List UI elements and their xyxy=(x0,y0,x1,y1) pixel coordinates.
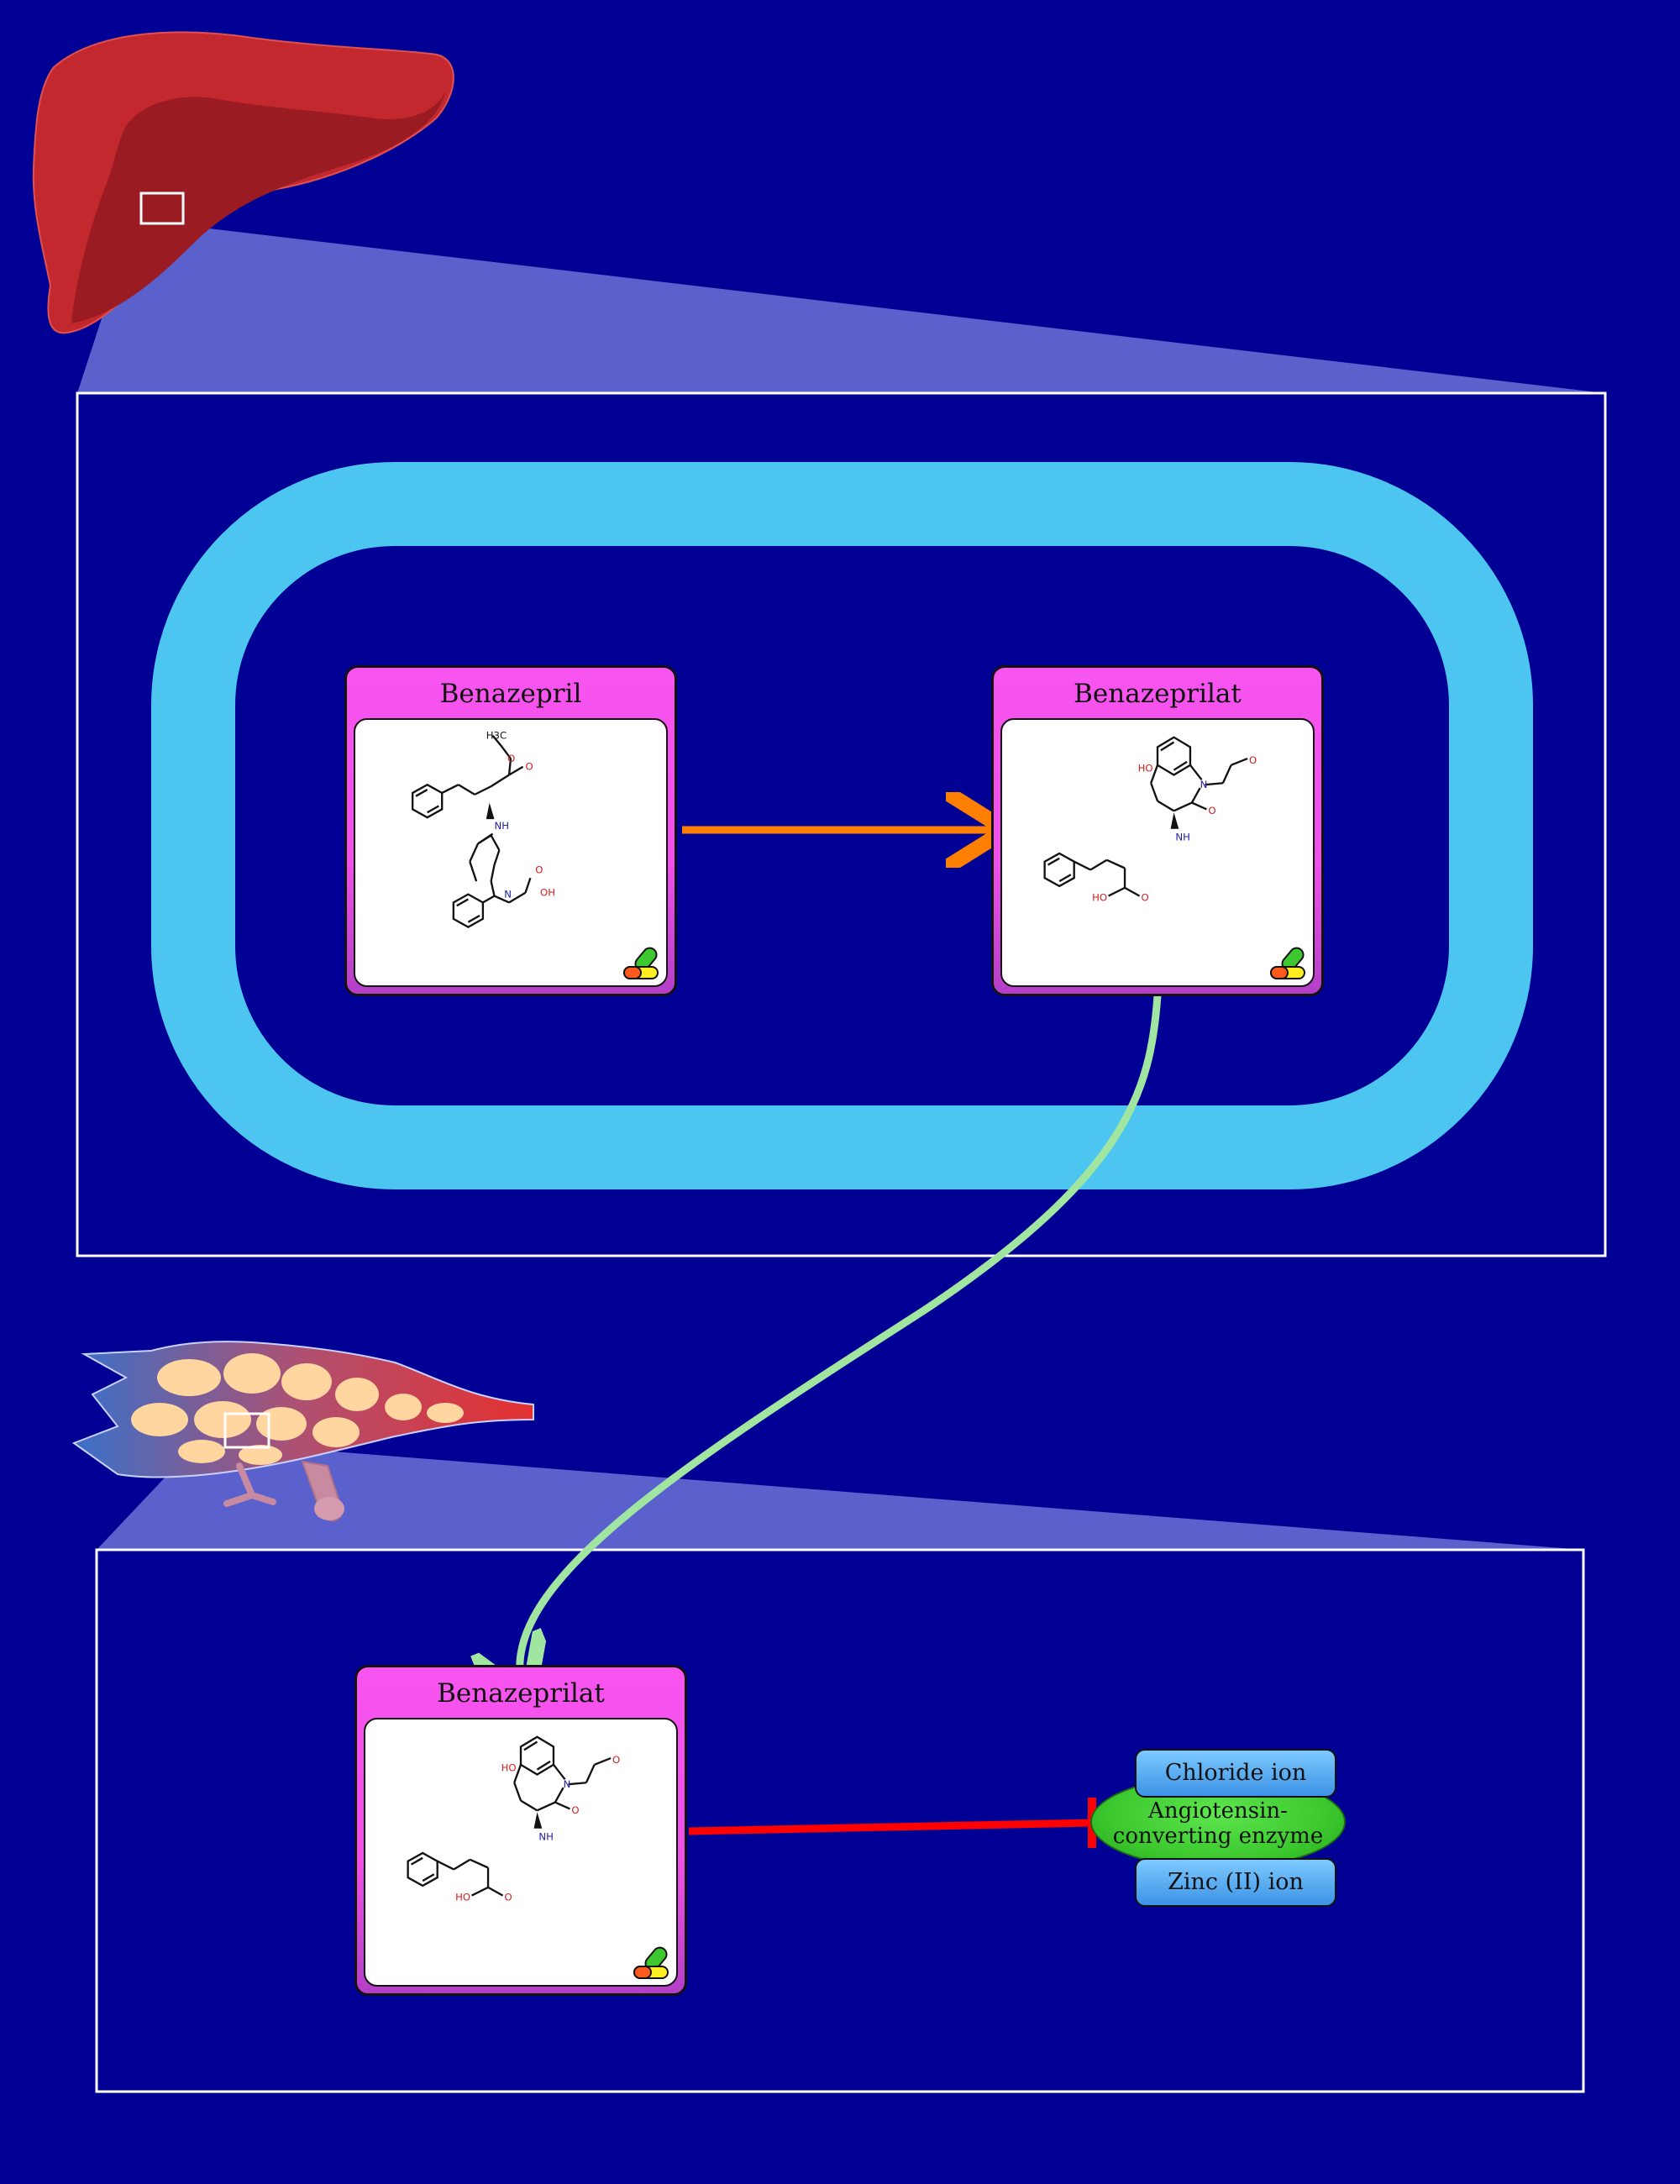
svg-text:O: O xyxy=(1249,754,1257,766)
drug-card-benazepril[interactable]: Benazepril xyxy=(344,665,677,996)
drug-title: Benazeprilat xyxy=(437,1678,605,1709)
drug-pill-icon xyxy=(631,1943,675,1983)
drug-pill-icon xyxy=(1268,943,1311,984)
svg-text:OH: OH xyxy=(540,887,555,899)
svg-text:N: N xyxy=(1200,779,1208,790)
svg-text:O: O xyxy=(526,761,533,773)
svg-text:HO: HO xyxy=(1092,891,1107,903)
svg-text:N: N xyxy=(564,1778,571,1790)
svg-text:O: O xyxy=(612,1754,620,1766)
svg-text:O: O xyxy=(1208,805,1215,816)
svg-text:O: O xyxy=(535,864,543,875)
svg-text:NH: NH xyxy=(495,820,510,832)
svg-text:HO: HO xyxy=(455,1891,470,1903)
ion-label: Chloride ion xyxy=(1164,1760,1307,1786)
liver-zoom-projection xyxy=(77,197,1604,393)
svg-text:NH: NH xyxy=(538,1830,554,1842)
svg-text:O: O xyxy=(571,1804,579,1816)
chloride-ion-node[interactable]: Chloride ion xyxy=(1135,1749,1336,1798)
drug-title: Benazeprilat xyxy=(1074,679,1242,709)
svg-text:H3C: H3C xyxy=(486,730,507,742)
enzyme-label-line1: Angiotensin- xyxy=(1148,1798,1288,1824)
kidney-zoom-projection xyxy=(97,1414,1583,1550)
molecule-structure: HO O N O NH HO O xyxy=(1000,718,1315,987)
svg-text:HO: HO xyxy=(501,1762,517,1774)
hepatocyte-cell-membrane xyxy=(151,462,1533,1189)
kidney-icon xyxy=(71,1341,534,1522)
molecule-structure: H3C O O NH N O OH xyxy=(354,718,668,987)
enzyme-label: Angiotensin- converting enzyme xyxy=(1092,1798,1344,1849)
svg-text:NH: NH xyxy=(1175,831,1190,843)
liver-icon xyxy=(32,31,454,334)
drug-card-benazeprilat-kidney[interactable]: Benazeprilat xyxy=(354,1665,687,1996)
svg-text:N: N xyxy=(504,889,512,900)
zinc-ion-node[interactable]: Zinc (II) ion xyxy=(1135,1858,1336,1907)
svg-text:O: O xyxy=(1142,891,1149,903)
drug-pill-icon xyxy=(621,943,664,984)
drug-card-benazeprilat-liver[interactable]: Benazeprilat xyxy=(991,665,1324,996)
svg-text:HO: HO xyxy=(1138,763,1153,774)
enzyme-label-line2: converting enzyme xyxy=(1112,1824,1324,1849)
svg-text:O: O xyxy=(507,753,515,764)
drug-title: Benazepril xyxy=(439,679,582,709)
ion-label: Zinc (II) ion xyxy=(1168,1869,1304,1895)
transport-arrow xyxy=(520,995,1162,1684)
molecule-structure: HO O N O NH HO O xyxy=(364,1718,678,1987)
kidney-zoom-panel xyxy=(95,1548,1585,2093)
svg-text:O: O xyxy=(505,1891,512,1903)
